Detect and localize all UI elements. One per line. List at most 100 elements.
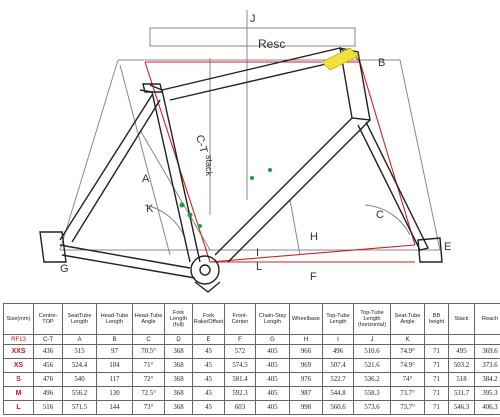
- table-cell: 395.3: [474, 386, 500, 401]
- column-header: Top-Tube Length: [322, 303, 354, 335]
- column-header: Stack: [448, 303, 475, 335]
- table-cell: 515: [62, 344, 97, 359]
- dimension-letter: C: [132, 334, 165, 345]
- size-cell: M: [3, 386, 34, 401]
- table-cell: 368: [164, 400, 193, 415]
- table-cell: 74°: [390, 372, 425, 387]
- table-cell: 603: [224, 400, 256, 415]
- table-cell: 510.6: [353, 344, 391, 359]
- table-cell: 524.4: [62, 358, 97, 373]
- table-cell: 405: [255, 358, 290, 373]
- table-cell: 74.9°: [390, 358, 425, 373]
- table-cell: 45: [192, 372, 225, 387]
- table-cell: 522.7: [322, 372, 354, 387]
- label-h: H: [310, 231, 318, 243]
- table-cell: 572: [224, 344, 256, 359]
- label-i: I: [256, 247, 259, 259]
- dimension-letter: [448, 334, 475, 345]
- column-header: Top-Tube Length (horizontal): [353, 303, 391, 335]
- frame-outline: [39, 47, 443, 279]
- table-cell: 72.5°: [132, 386, 165, 401]
- label-ct: C-T: [193, 134, 209, 155]
- table-cell: 70.5°: [132, 344, 165, 359]
- column-header: SeatTube Length: [62, 303, 97, 335]
- head-tube-highlight: [321, 47, 359, 71]
- table-cell: 369.6: [474, 344, 500, 359]
- angle-arcs: [144, 204, 411, 239]
- table-cell: 368: [164, 358, 193, 373]
- frame-geometry-drawing: J Resc C-T stack A K H I L F C E B G: [39, 10, 451, 293]
- label-j: J: [250, 13, 256, 25]
- dimension-letter: B: [96, 334, 133, 345]
- table-cell: 571.5: [62, 400, 97, 415]
- table-cell: 130: [96, 386, 133, 401]
- table-cell: 507.4: [322, 358, 354, 373]
- column-header: BB height: [424, 303, 449, 335]
- label-g: G: [60, 263, 69, 275]
- dimension-letter: [474, 334, 500, 345]
- column-header: Head-Tube Length: [96, 303, 133, 335]
- table-cell: 368: [164, 344, 193, 359]
- table-cell: 368: [164, 372, 193, 387]
- table-cell: 406.3: [474, 400, 500, 415]
- table-cell: 45: [192, 400, 225, 415]
- table-cell: 476: [33, 372, 63, 387]
- label-c: C: [376, 209, 384, 221]
- table-cell: 496: [33, 386, 63, 401]
- table-cell: 560.6: [322, 400, 354, 415]
- column-header: Wheelbase: [289, 303, 323, 335]
- table-cell: 456: [33, 358, 63, 373]
- table-cell: 71°: [132, 358, 165, 373]
- dimension-letter: F: [224, 334, 256, 345]
- dimension-lines: [144, 47, 416, 263]
- table-cell: 45: [192, 344, 225, 359]
- table-cell: 592.3: [224, 386, 256, 401]
- label-b: B: [378, 57, 385, 69]
- table-cell: 518: [448, 372, 475, 387]
- label-f: F: [310, 271, 317, 283]
- size-cell: S: [3, 372, 34, 387]
- table-cell: 71: [424, 400, 449, 415]
- label-k: K: [146, 203, 154, 215]
- table-cell: 74.9°: [390, 344, 425, 359]
- table-cell: 405: [255, 400, 290, 415]
- column-header: Size(mm): [3, 303, 34, 335]
- column-header: Fork Length (full): [164, 303, 193, 335]
- table-cell: 71: [424, 386, 449, 401]
- drawing-labels: J Resc C-T stack A K H I L F C E B G: [60, 13, 451, 283]
- table-cell: 405: [255, 344, 290, 359]
- table-cell: 521.6: [353, 358, 391, 373]
- label-reach: Resc: [258, 37, 285, 51]
- cable-ports: [179, 168, 272, 228]
- table-cell: 976: [289, 372, 323, 387]
- table-cell: 104: [96, 358, 133, 373]
- table-cell: 998: [289, 400, 323, 415]
- table-cell: 516: [33, 400, 63, 415]
- label-l: L: [256, 261, 262, 273]
- table-cell: 45: [192, 358, 225, 373]
- column-header: Front-Center: [224, 303, 256, 335]
- dimension-letter: K: [390, 334, 425, 345]
- table-cell: 573.6: [353, 400, 391, 415]
- label-stack: stack: [204, 155, 214, 177]
- table-cell: 71: [424, 372, 449, 387]
- table-cell: 405: [255, 386, 290, 401]
- table-cell: 987: [289, 386, 323, 401]
- table-cell: 495: [448, 344, 475, 359]
- size-cell: XS: [3, 358, 34, 373]
- table-cell: 72°: [132, 372, 165, 387]
- table-cell: 531.7: [448, 386, 475, 401]
- table-cell: 558.3: [353, 386, 391, 401]
- table-cell: 73°: [132, 400, 165, 415]
- table-cell: 436: [33, 344, 63, 359]
- dimension-letter: A: [62, 334, 97, 345]
- table-cell: 71: [424, 344, 449, 359]
- size-cell: L: [3, 400, 34, 415]
- table-cell: 966: [289, 344, 323, 359]
